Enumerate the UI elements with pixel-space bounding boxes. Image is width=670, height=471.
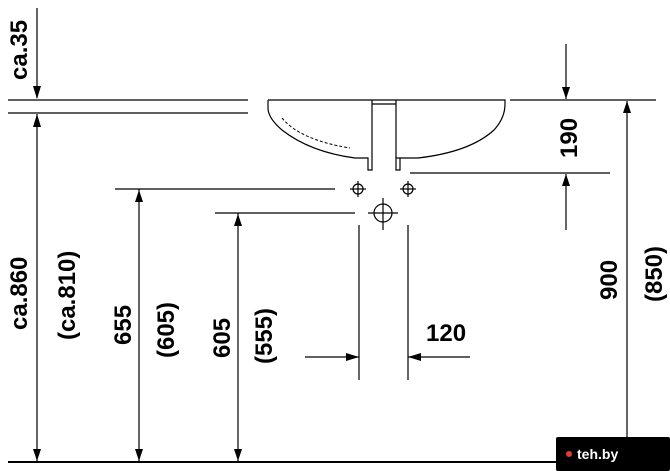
dim-ca860: ca.860 [6, 257, 33, 330]
dim-190: 190 [556, 118, 583, 158]
dim-120: 120 [426, 320, 466, 347]
watermark-logo: teh.by [556, 437, 670, 471]
120-dimension [305, 225, 470, 380]
ca860-dimension [33, 114, 41, 461]
dim-ca35: ca.35 [6, 20, 33, 80]
logo-dot-icon [566, 451, 572, 457]
watermark-text: teh.by [577, 446, 619, 462]
tap-connection-left [350, 181, 366, 197]
dim-850: (850) [641, 246, 668, 302]
dim-555: (555) [251, 308, 278, 364]
basin-shape [267, 99, 506, 171]
190-dimension [562, 44, 570, 230]
drain-connection [368, 198, 398, 230]
dim-605-paren: (605) [153, 302, 180, 358]
dim-655: 655 [110, 305, 137, 345]
dim-605: 605 [209, 318, 236, 358]
ca35-dimension [33, 8, 41, 127]
tap-connection-right [400, 181, 416, 197]
900-dimension [623, 101, 631, 461]
605-dimension [215, 212, 355, 461]
655-dimension [115, 188, 335, 461]
dim-900: 900 [596, 260, 623, 300]
dim-ca810: (ca.810) [54, 251, 81, 340]
